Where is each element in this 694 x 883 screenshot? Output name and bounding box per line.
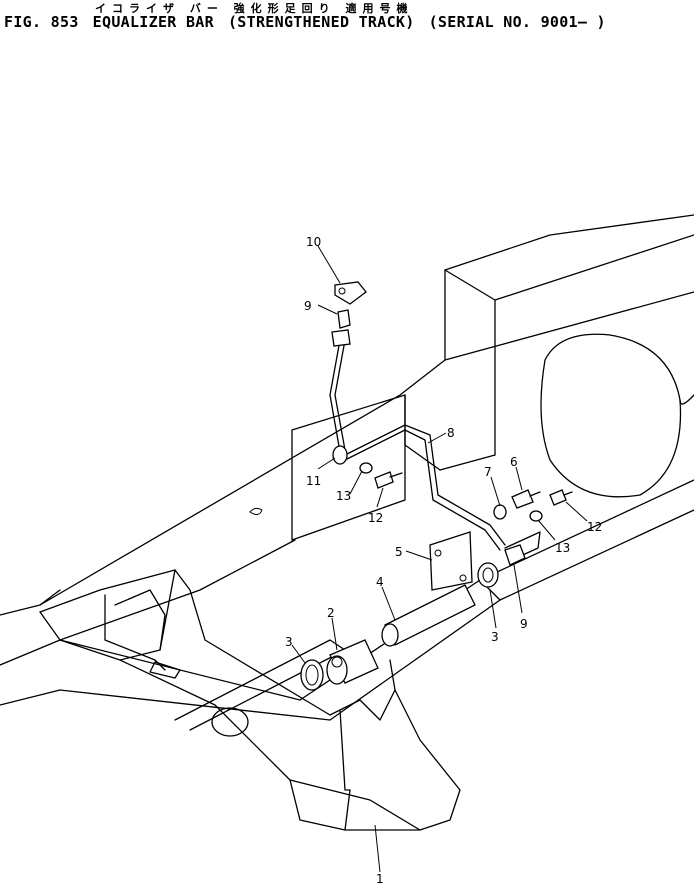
callout-9-right: 9 [520,617,528,631]
callout-7: 7 [484,465,492,479]
elbow-fitting-top [331,309,351,347]
washer-13a [359,462,373,474]
bolt-12a [374,471,403,489]
bolt-6 [511,489,541,509]
callout-9-top: 9 [304,299,312,313]
shaft [381,584,476,647]
serial-range: (SERIAL NO. 9001– ) [428,13,606,31]
callout-3-right: 3 [491,630,499,644]
seal-ring-left [300,659,324,691]
callout-12-left: 12 [368,511,383,525]
figure-name: EQUALIZER BAR [92,13,214,31]
callout-11: 11 [306,474,321,488]
callouts: 10 9 8 11 13 12 7 6 12 13 5 4 2 3 3 9 1 [285,235,602,883]
bushing [326,639,379,685]
callout-1: 1 [376,872,384,883]
grease-pipes [329,339,541,561]
seal-ring-right [477,562,499,588]
callout-12-right: 12 [587,520,602,534]
callout-13-right: 13 [555,541,570,555]
callout-5: 5 [395,545,403,559]
figure-title: FIG. 853 EQUALIZER BAR (STRENGTHENED TRACK… [4,13,694,33]
grease-fitting-top [334,281,367,305]
figure-number: FIG. 853 [4,13,79,31]
washer-7 [493,504,507,520]
washer-13b [529,510,543,522]
callout-13-left: 13 [336,489,351,503]
callout-6: 6 [510,455,518,469]
callout-3-left: 3 [285,635,293,649]
equalizer-bar [39,569,461,831]
track-frame [0,214,694,721]
bolt-12b [549,489,573,506]
callout-2: 2 [327,606,335,620]
leader-lines [291,245,588,873]
callout-4: 4 [376,575,384,589]
elbow-fitting-lower [504,544,526,566]
callout-8: 8 [447,426,455,440]
retainer-plate [429,531,473,591]
callout-10: 10 [306,235,321,249]
japanese-title: イコライザ バー 強化形足回り 適用号機 [95,2,414,15]
pipe-clamp [332,445,348,465]
figure-subtitle: (STRENGTHENED TRACK) [227,13,415,31]
